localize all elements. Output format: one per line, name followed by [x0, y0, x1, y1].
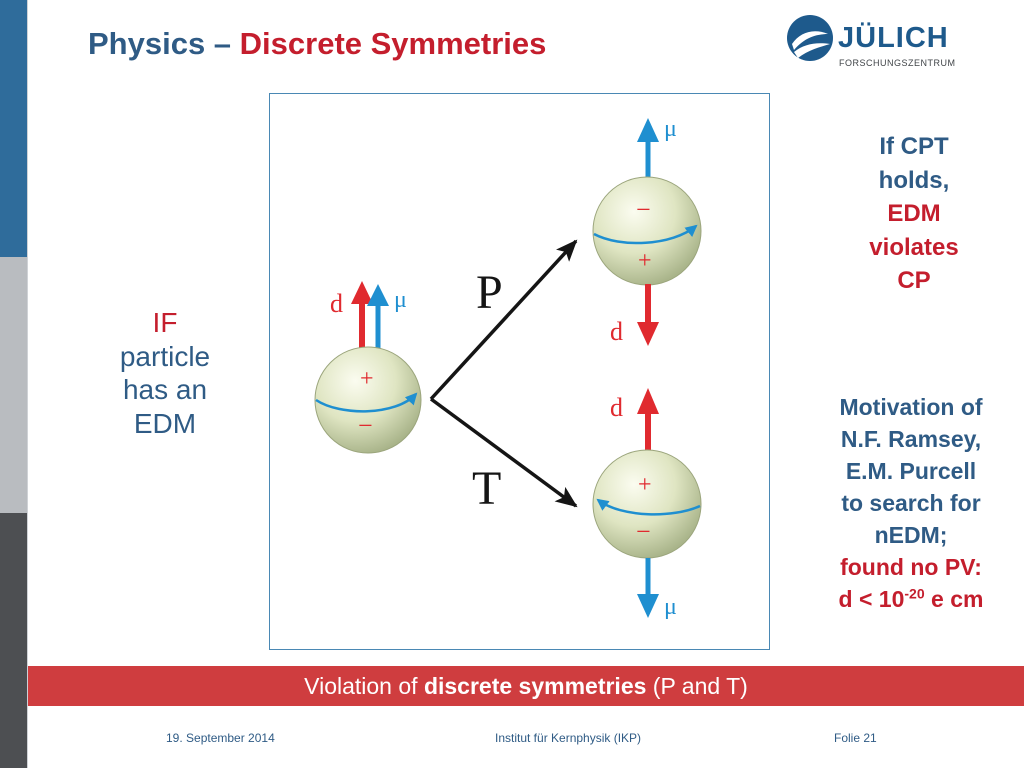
banner-bold: discrete symmetries	[423, 673, 647, 699]
p-label: P	[476, 266, 503, 319]
cpt-line-3: EDM	[887, 200, 941, 228]
symmetry-diagram: d μ + − P T μ − + d	[269, 93, 770, 650]
left-minus-sign: −	[358, 411, 373, 440]
t-sphere-group: d + − μ	[592, 388, 702, 620]
title-prefix: Physics –	[88, 26, 240, 61]
banner-prefix: Violation of	[304, 673, 424, 699]
p-rotation-arrow	[593, 224, 698, 245]
motivation-line-5: nEDM;	[874, 521, 948, 548]
t-plus-sign: +	[638, 472, 652, 498]
slide-title: Physics – Discrete Symmetries	[88, 26, 546, 62]
p-arrow	[429, 239, 578, 401]
t-arrow	[429, 397, 578, 508]
cpt-line-4: violates	[869, 233, 959, 261]
left-line-2: particle	[119, 340, 211, 372]
footer-institute: Institut für Kernphysik (IKP)	[495, 731, 642, 745]
footer-slide-number: Folie 21	[834, 731, 877, 745]
banner-suffix: (P and T)	[646, 673, 748, 699]
left-line-4: EDM	[133, 407, 197, 439]
edm-limit-exponent: -20	[904, 585, 925, 602]
left-mu-label: μ	[394, 287, 407, 313]
left-sphere-group: d μ + −	[314, 281, 422, 454]
left-rotation-arrow	[315, 392, 418, 413]
cpt-line-5: CP	[897, 267, 931, 295]
side-bar-divider	[27, 0, 28, 768]
left-line-3: has an	[122, 374, 208, 406]
left-d-arrow-icon	[351, 281, 373, 304]
t-minus-sign: −	[636, 517, 651, 546]
p-d-arrow-icon	[637, 322, 659, 346]
transformation-arrows: P T	[429, 239, 578, 515]
p-sphere-group: μ − + d	[592, 116, 702, 346]
cpt-line-2: holds,	[878, 166, 950, 194]
julich-logo-mark-icon	[787, 15, 833, 61]
t-mu-label: μ	[664, 594, 677, 620]
logo-subtitle: FORSCHUNGSZENTRUM	[839, 58, 956, 68]
side-bar-dark	[0, 513, 27, 768]
left-plus-sign: +	[360, 366, 374, 392]
cpt-line-1: If CPT	[879, 133, 949, 160]
motivation-line-6: found no PV:	[840, 553, 982, 580]
t-mu-arrow-icon	[637, 594, 659, 618]
left-d-label: d	[330, 289, 343, 318]
motivation-line-4: to search for	[841, 489, 981, 516]
left-mu-arrow-icon	[367, 284, 389, 306]
motivation-line-3: E.M. Purcell	[845, 457, 977, 484]
logo-name: JÜLICH	[838, 22, 949, 54]
edm-limit-prefix: d < 10	[838, 585, 905, 612]
julich-logo: JÜLICH FORSCHUNGSZENTRUM	[786, 14, 958, 74]
p-mu-arrow-icon	[637, 118, 659, 142]
p-plus-sign: +	[638, 248, 652, 274]
side-bar-blue	[0, 0, 27, 257]
left-sphere	[314, 346, 422, 454]
footer-date: 19. September 2014	[166, 731, 275, 745]
side-bar-gray	[0, 257, 27, 513]
motivation-line-2: N.F. Ramsey,	[840, 425, 982, 452]
edm-limit-suffix: e cm	[924, 585, 984, 612]
motivation-line-1: Motivation of	[839, 394, 983, 420]
edm-limit: d < 10-20 e cm	[806, 584, 1016, 616]
symmetry-diagram-svg: d μ + − P T μ − + d	[314, 116, 702, 620]
p-minus-sign: −	[636, 195, 651, 224]
title-highlight: Discrete Symmetries	[239, 26, 547, 61]
t-label: T	[472, 462, 501, 515]
t-rotation-arrow	[596, 498, 701, 516]
motivation-statement: Motivation of N.F. Ramsey, E.M. Purcell …	[806, 392, 1016, 616]
p-mu-label: μ	[664, 116, 677, 142]
t-d-label: d	[610, 393, 623, 422]
left-statement: IF particle has an EDM	[92, 306, 238, 440]
conclusion-banner: Violation of discrete symmetries (P and …	[28, 666, 1024, 706]
left-line-1: IF	[152, 307, 178, 338]
cpt-statement: If CPT holds, EDM violates CP	[848, 130, 980, 298]
t-d-arrow-icon	[637, 388, 659, 414]
p-d-label: d	[610, 317, 623, 346]
